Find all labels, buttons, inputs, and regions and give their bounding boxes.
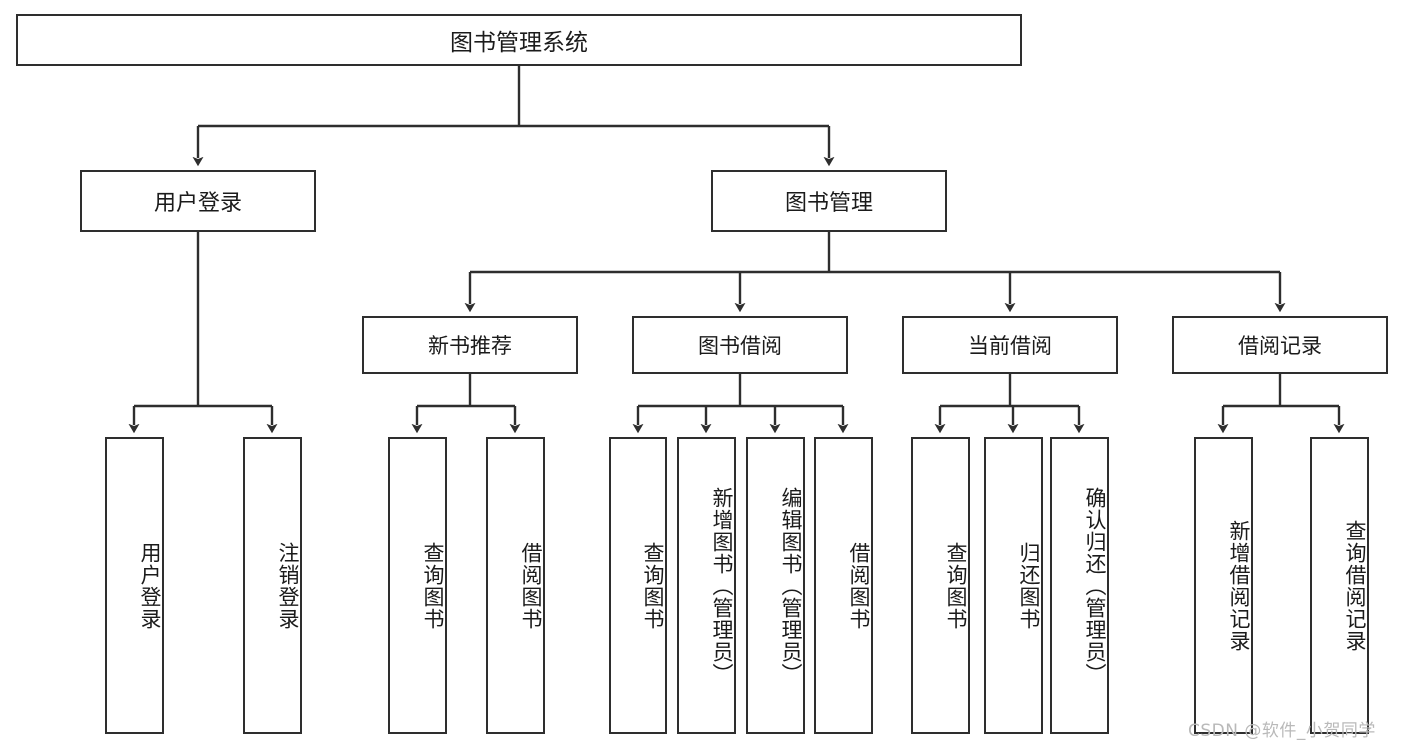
node-current-borrow[interactable]: 当前借阅 bbox=[902, 316, 1118, 374]
leaf-label: 查询图书 bbox=[421, 541, 445, 630]
leaf-node[interactable]: 用户登录 bbox=[105, 437, 164, 734]
leaf-label: 用户登录 bbox=[138, 541, 162, 630]
node-user-login[interactable]: 用户登录 bbox=[80, 170, 316, 232]
leaf-label: 归还图书 bbox=[1017, 541, 1041, 630]
leaf-label: 新增图书（管理员） bbox=[710, 486, 734, 685]
leaf-label: 借阅图书 bbox=[519, 541, 543, 630]
leaf-node[interactable]: 归还图书 bbox=[984, 437, 1043, 734]
leaf-node[interactable]: 注销登录 bbox=[243, 437, 302, 734]
csdn-watermark: CSDN @软件_小贺同学 bbox=[1188, 721, 1376, 741]
leaf-node[interactable]: 借阅图书 bbox=[486, 437, 545, 734]
leaf-node[interactable]: 查询图书 bbox=[911, 437, 970, 734]
node-borrow-record[interactable]: 借阅记录 bbox=[1172, 316, 1388, 374]
leaf-node[interactable]: 编辑图书（管理员） bbox=[746, 437, 805, 734]
leaf-node[interactable]: 查询图书 bbox=[388, 437, 447, 734]
leaf-label: 新增借阅记录 bbox=[1227, 519, 1251, 652]
node-root[interactable]: 图书管理系统 bbox=[16, 14, 1022, 66]
leaf-label: 确认归还（管理员） bbox=[1083, 486, 1107, 685]
leaf-node[interactable]: 查询图书 bbox=[609, 437, 667, 734]
leaf-label: 查询图书 bbox=[944, 541, 968, 630]
leaf-node[interactable]: 查询借阅记录 bbox=[1310, 437, 1369, 734]
leaf-label: 借阅图书 bbox=[847, 541, 871, 630]
leaf-label: 查询图书 bbox=[641, 541, 665, 630]
node-book-borrow[interactable]: 图书借阅 bbox=[632, 316, 848, 374]
leaf-node[interactable]: 新增借阅记录 bbox=[1194, 437, 1253, 734]
leaf-node[interactable]: 确认归还（管理员） bbox=[1050, 437, 1109, 734]
leaf-label: 编辑图书（管理员） bbox=[779, 486, 803, 685]
leaf-label: 查询借阅记录 bbox=[1343, 519, 1367, 652]
leaf-label: 注销登录 bbox=[276, 541, 300, 630]
node-new-book-recommend[interactable]: 新书推荐 bbox=[362, 316, 578, 374]
leaf-node[interactable]: 借阅图书 bbox=[814, 437, 873, 734]
leaf-node[interactable]: 新增图书（管理员） bbox=[677, 437, 736, 734]
node-book-management[interactable]: 图书管理 bbox=[711, 170, 947, 232]
